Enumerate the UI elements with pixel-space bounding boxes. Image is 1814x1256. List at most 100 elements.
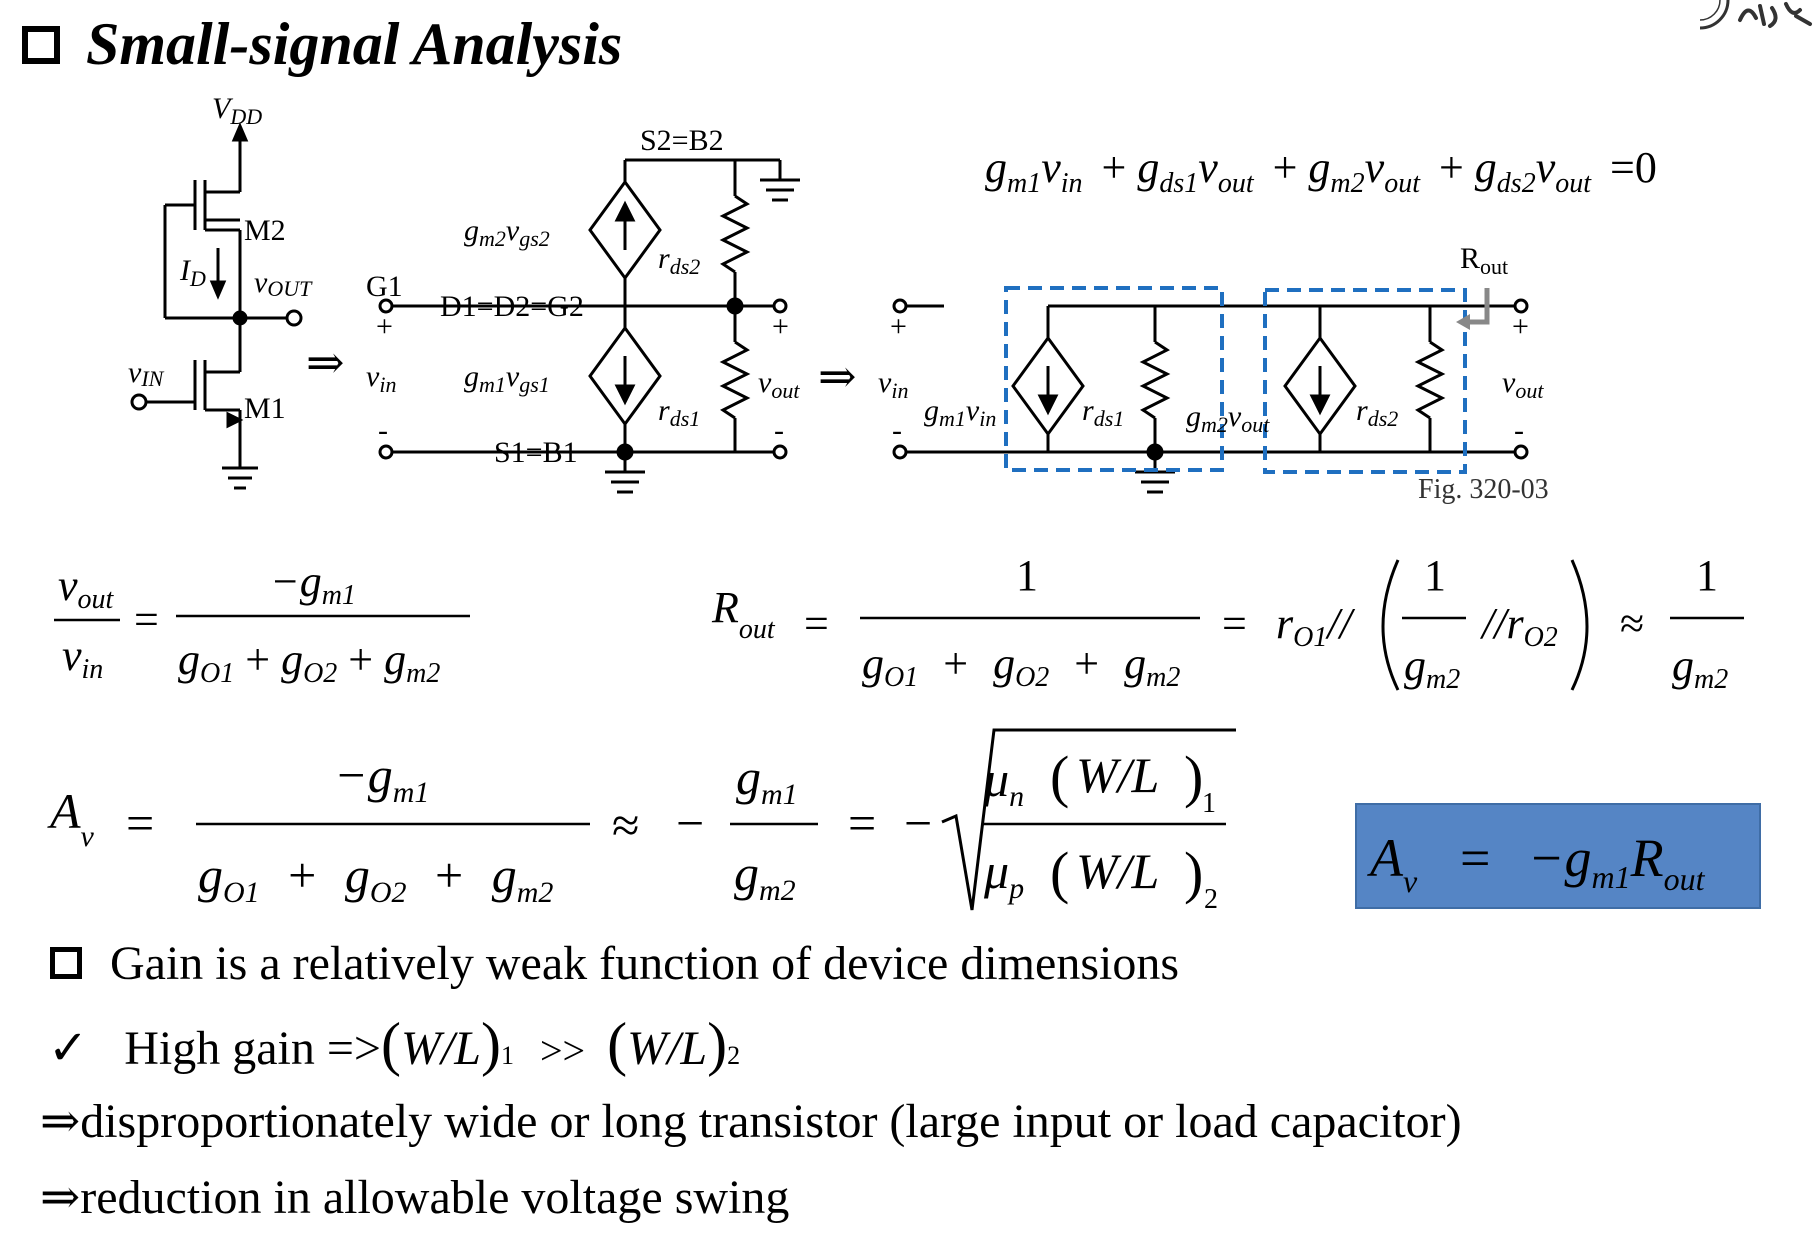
svg-text:1: 1: [1016, 551, 1038, 600]
svg-text:Av: Av: [47, 783, 95, 853]
svg-text:≈: ≈: [1620, 599, 1644, 648]
circuit-diagrams: VDD M2 M1 ID vOUT vIN ⇒: [128, 92, 1657, 505]
svg-text:gm2: gm2: [1672, 641, 1728, 695]
svg-text:2: 2: [1204, 884, 1218, 915]
schematic-labels: VDD M2 M1 ID vOUT vIN: [128, 92, 313, 425]
vin-label: vIN: [128, 356, 165, 391]
svg-text://rO2: //rO2: [1479, 599, 1558, 653]
svg-text:Rout: Rout: [711, 583, 776, 645]
title-text: Small-signal Analysis: [86, 11, 623, 77]
svg-text:(: (: [1050, 840, 1069, 905]
svg-text:gm1: gm1: [736, 749, 798, 811]
svg-text:−gm1Rout: −gm1Rout: [1528, 828, 1706, 897]
svg-text:vout: vout: [58, 561, 115, 615]
gm1vin-label: gm1vin: [924, 394, 996, 431]
svg-text:1: 1: [1202, 788, 1216, 819]
vdd-label: VDD: [212, 92, 262, 129]
svg-text:gm1vin + gds1v: gm1vin + gds1vout + gm2vout + gds2vout =…: [985, 143, 1657, 202]
minus-out-2: -: [774, 414, 784, 447]
s2-b2-label: S2=B2: [640, 124, 724, 157]
implies-icon: ⇒: [40, 1171, 81, 1224]
gm2vout-label: gm2vout: [1186, 400, 1270, 437]
svg-text:): ): [1184, 840, 1203, 905]
university-logo-icon: [1700, 0, 1812, 30]
plus-out-3: +: [1512, 310, 1529, 343]
vin-port-label-3: vin: [878, 366, 908, 403]
minus-in-3: -: [892, 414, 902, 447]
check-icon: ✓: [48, 1022, 89, 1075]
svg-text:=: =: [126, 795, 154, 851]
figure-number: Fig. 320-03: [1418, 474, 1549, 505]
bullet-3: ⇒ disproportionately wide or long transi…: [40, 1095, 1462, 1148]
bullet-4: ⇒ reduction in allowable voltage swing: [40, 1171, 790, 1224]
svg-text:=: =: [1460, 828, 1490, 888]
title-square-icon: [22, 25, 60, 64]
vin-port-label: vin: [366, 360, 396, 397]
simplified-model: [892, 286, 1529, 494]
rds2-label-3: rds2: [1356, 394, 1398, 431]
node-label: D1=D2=G2: [440, 290, 584, 323]
kcl-equation: gm1vin + gds1vout + gm2vout + gds2vout =…: [985, 143, 1657, 202]
svg-text:−gm1: −gm1: [270, 557, 356, 611]
s1-b1-label: S1=B1: [494, 436, 578, 469]
small-signal-model: [378, 158, 800, 494]
svg-text:=: =: [804, 599, 829, 648]
svg-text:gO1 + gO2: gO1 + gO2 + gm2: [178, 635, 440, 692]
svg-text:gm2: gm2: [1404, 641, 1460, 695]
boxed-result: Av = −gm1Rout: [1355, 803, 1761, 909]
av-equation: Av = −gm1 gO1 + gO2 + gm2 ≈ − gm1 gm2 = …: [47, 728, 1236, 915]
svg-text:μn: μn: [983, 751, 1024, 813]
svg-text:−: −: [904, 795, 932, 851]
svg-text:rO1//: rO1//: [1276, 599, 1356, 653]
svg-text:=: =: [848, 795, 876, 851]
gm1vgs1-label: gm1vgs1: [464, 360, 550, 397]
slide-title: Small-signal Analysis: [22, 10, 622, 79]
g1-label: G1: [366, 270, 403, 303]
gain-equation: vout vin = −gm1 gO1 + gO2 + gm2: [54, 557, 470, 692]
svg-text:Av: Av: [1367, 828, 1418, 899]
svg-text:=: =: [134, 595, 159, 644]
svg-text:=: =: [1222, 599, 1247, 648]
gm2vgs2-label: gm2vgs2: [464, 214, 550, 251]
bullet-1: Gain is a relatively weak function of de…: [50, 940, 1179, 988]
implies-arrow-2: ⇒: [818, 351, 857, 402]
plus-in-2: +: [376, 310, 393, 343]
svg-text:W/L: W/L: [1076, 747, 1159, 803]
m1-label: M1: [244, 392, 286, 425]
bullet-2: ✓ High gain => (W/L)1 >> (W/L)2: [48, 1011, 741, 1077]
equations: vout vin = −gm1 gO1 + gO2 + gm2 Rout = 1…: [47, 551, 1761, 915]
bullet-square-icon: [50, 947, 82, 979]
svg-text:−: −: [676, 795, 704, 851]
id-label: ID: [179, 254, 206, 291]
rds1-label: rds1: [658, 394, 700, 431]
plus-in-3: +: [890, 310, 907, 343]
implies-arrow-1: ⇒: [306, 337, 345, 388]
svg-text:): ): [1184, 744, 1203, 809]
svg-text:vin: vin: [62, 631, 103, 685]
model-labels: S2=B2 S1=B1 G1 D1=D2=G2 gm2vgs2 gm1vgs1 …: [366, 124, 800, 469]
svg-text:gm2: gm2: [734, 845, 796, 907]
m2-label: M2: [244, 214, 286, 247]
minus-out-3: -: [1514, 414, 1524, 447]
rds2-label: rds2: [658, 242, 700, 279]
rds1-label-3: rds1: [1082, 394, 1124, 431]
vout-port-label-3: vout: [1502, 366, 1544, 403]
svg-text:−gm1: −gm1: [334, 747, 429, 809]
svg-text:W/L: W/L: [1076, 843, 1159, 899]
svg-text:gO1 + gO2: gO1 + gO2 + gm2: [198, 847, 553, 913]
svg-text:≈: ≈: [612, 797, 639, 853]
rout-equation: Rout = 1 gO1 + gO2 + gm2 = rO1// 1 gm2 /…: [711, 551, 1744, 696]
minus-in-2: -: [378, 414, 388, 447]
svg-text:gO1 + gO2: gO1 + gO2 + gm2: [862, 639, 1180, 696]
plus-out-2: +: [772, 310, 789, 343]
vout-label: vOUT: [254, 266, 313, 301]
svg-text:μp: μp: [983, 843, 1024, 905]
svg-text:1: 1: [1696, 551, 1718, 600]
simplified-labels: Rout gm1vin rds1 gm2vout rds2 vin vout +…: [878, 242, 1549, 505]
transistor-schematic: [130, 122, 303, 490]
vout-port-label: vout: [758, 366, 800, 403]
rout-label: Rout: [1460, 242, 1508, 279]
svg-text:(: (: [1050, 744, 1069, 809]
svg-text:1: 1: [1424, 551, 1446, 600]
